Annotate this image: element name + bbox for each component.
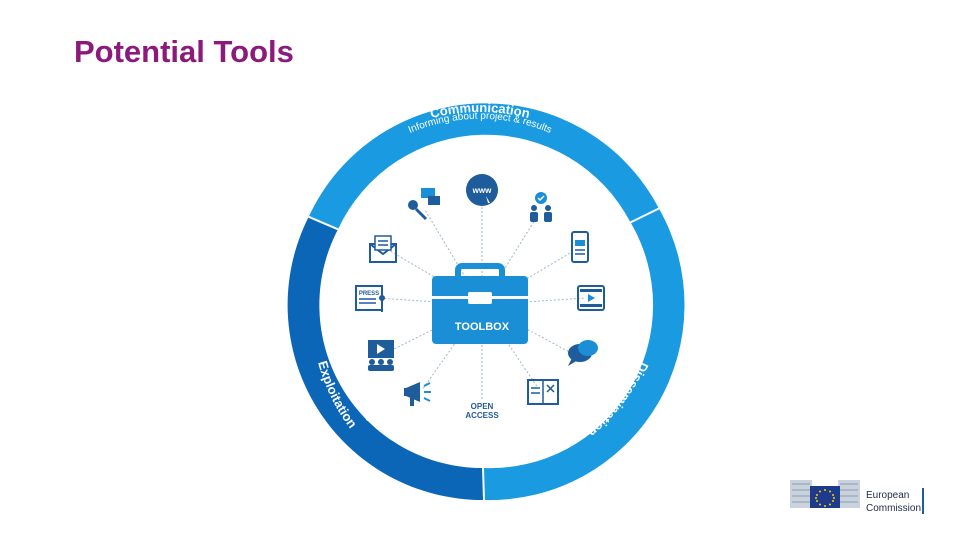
ring-segment-dissemination — [483, 208, 685, 501]
press-label: PRESS — [359, 291, 379, 297]
toolbox-icon: TOOLBOX — [432, 263, 528, 344]
open-access-line2: ACCESS — [465, 411, 499, 420]
logo-line2: Commission — [866, 503, 922, 514]
ec-building-flag-icon — [790, 480, 860, 508]
brochure-icon — [571, 231, 589, 263]
chat-icon — [568, 340, 598, 366]
european-commission-logo — [788, 476, 864, 517]
open-access-line1: OPEN — [471, 402, 494, 411]
publication-icon — [527, 379, 559, 405]
svg-text:Communication: Communication — [429, 100, 532, 121]
open-access-icon: OPEN ACCESS — [465, 402, 499, 420]
megaphone-icon — [404, 382, 431, 406]
meeting-icon — [530, 192, 552, 222]
presentation-icon — [368, 340, 394, 371]
interview-icon — [408, 188, 440, 221]
page-title: Potential Tools — [74, 34, 294, 69]
toolbox-label: TOOLBOX — [455, 321, 510, 333]
ring-segment-communication — [308, 103, 659, 230]
web-icon: www — [466, 174, 498, 206]
logo-divider — [922, 488, 924, 514]
press-release-icon: PRESS — [355, 285, 385, 312]
logo-line1: European — [866, 490, 910, 501]
newsletter-icon — [369, 235, 397, 263]
ring-segment-exploitation — [287, 216, 484, 501]
video-icon — [577, 285, 605, 311]
www-label: www — [472, 186, 492, 195]
communication-title: Communication — [429, 100, 532, 121]
